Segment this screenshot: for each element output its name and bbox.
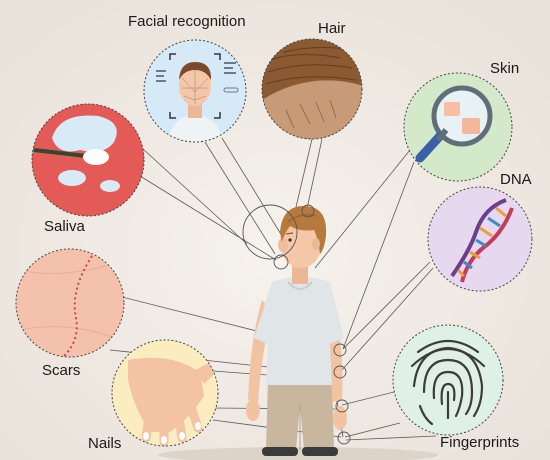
floor-shadow (158, 447, 438, 460)
person-figure (246, 206, 347, 456)
label-facial-recognition: Facial recognition (128, 13, 246, 30)
face-scan-icon (143, 39, 247, 143)
hair-closeup-icon (261, 38, 363, 140)
label-saliva: Saliva (44, 218, 85, 235)
hand-nails-icon (111, 339, 219, 447)
saliva-swab-icon (31, 103, 145, 217)
fingerprint-icon (392, 324, 504, 436)
label-fingerprints: Fingerprints (440, 434, 520, 451)
label-nails: Nails (88, 435, 122, 452)
dna-helix-icon (427, 186, 533, 292)
label-scars: Scars (42, 362, 81, 379)
label-hair: Hair (318, 20, 346, 37)
label-skin: Skin (490, 60, 520, 77)
magnifier-skin-icon (403, 72, 513, 182)
body-markers (242, 204, 351, 445)
label-dna: DNA (500, 171, 532, 188)
scar-icon (15, 248, 125, 358)
